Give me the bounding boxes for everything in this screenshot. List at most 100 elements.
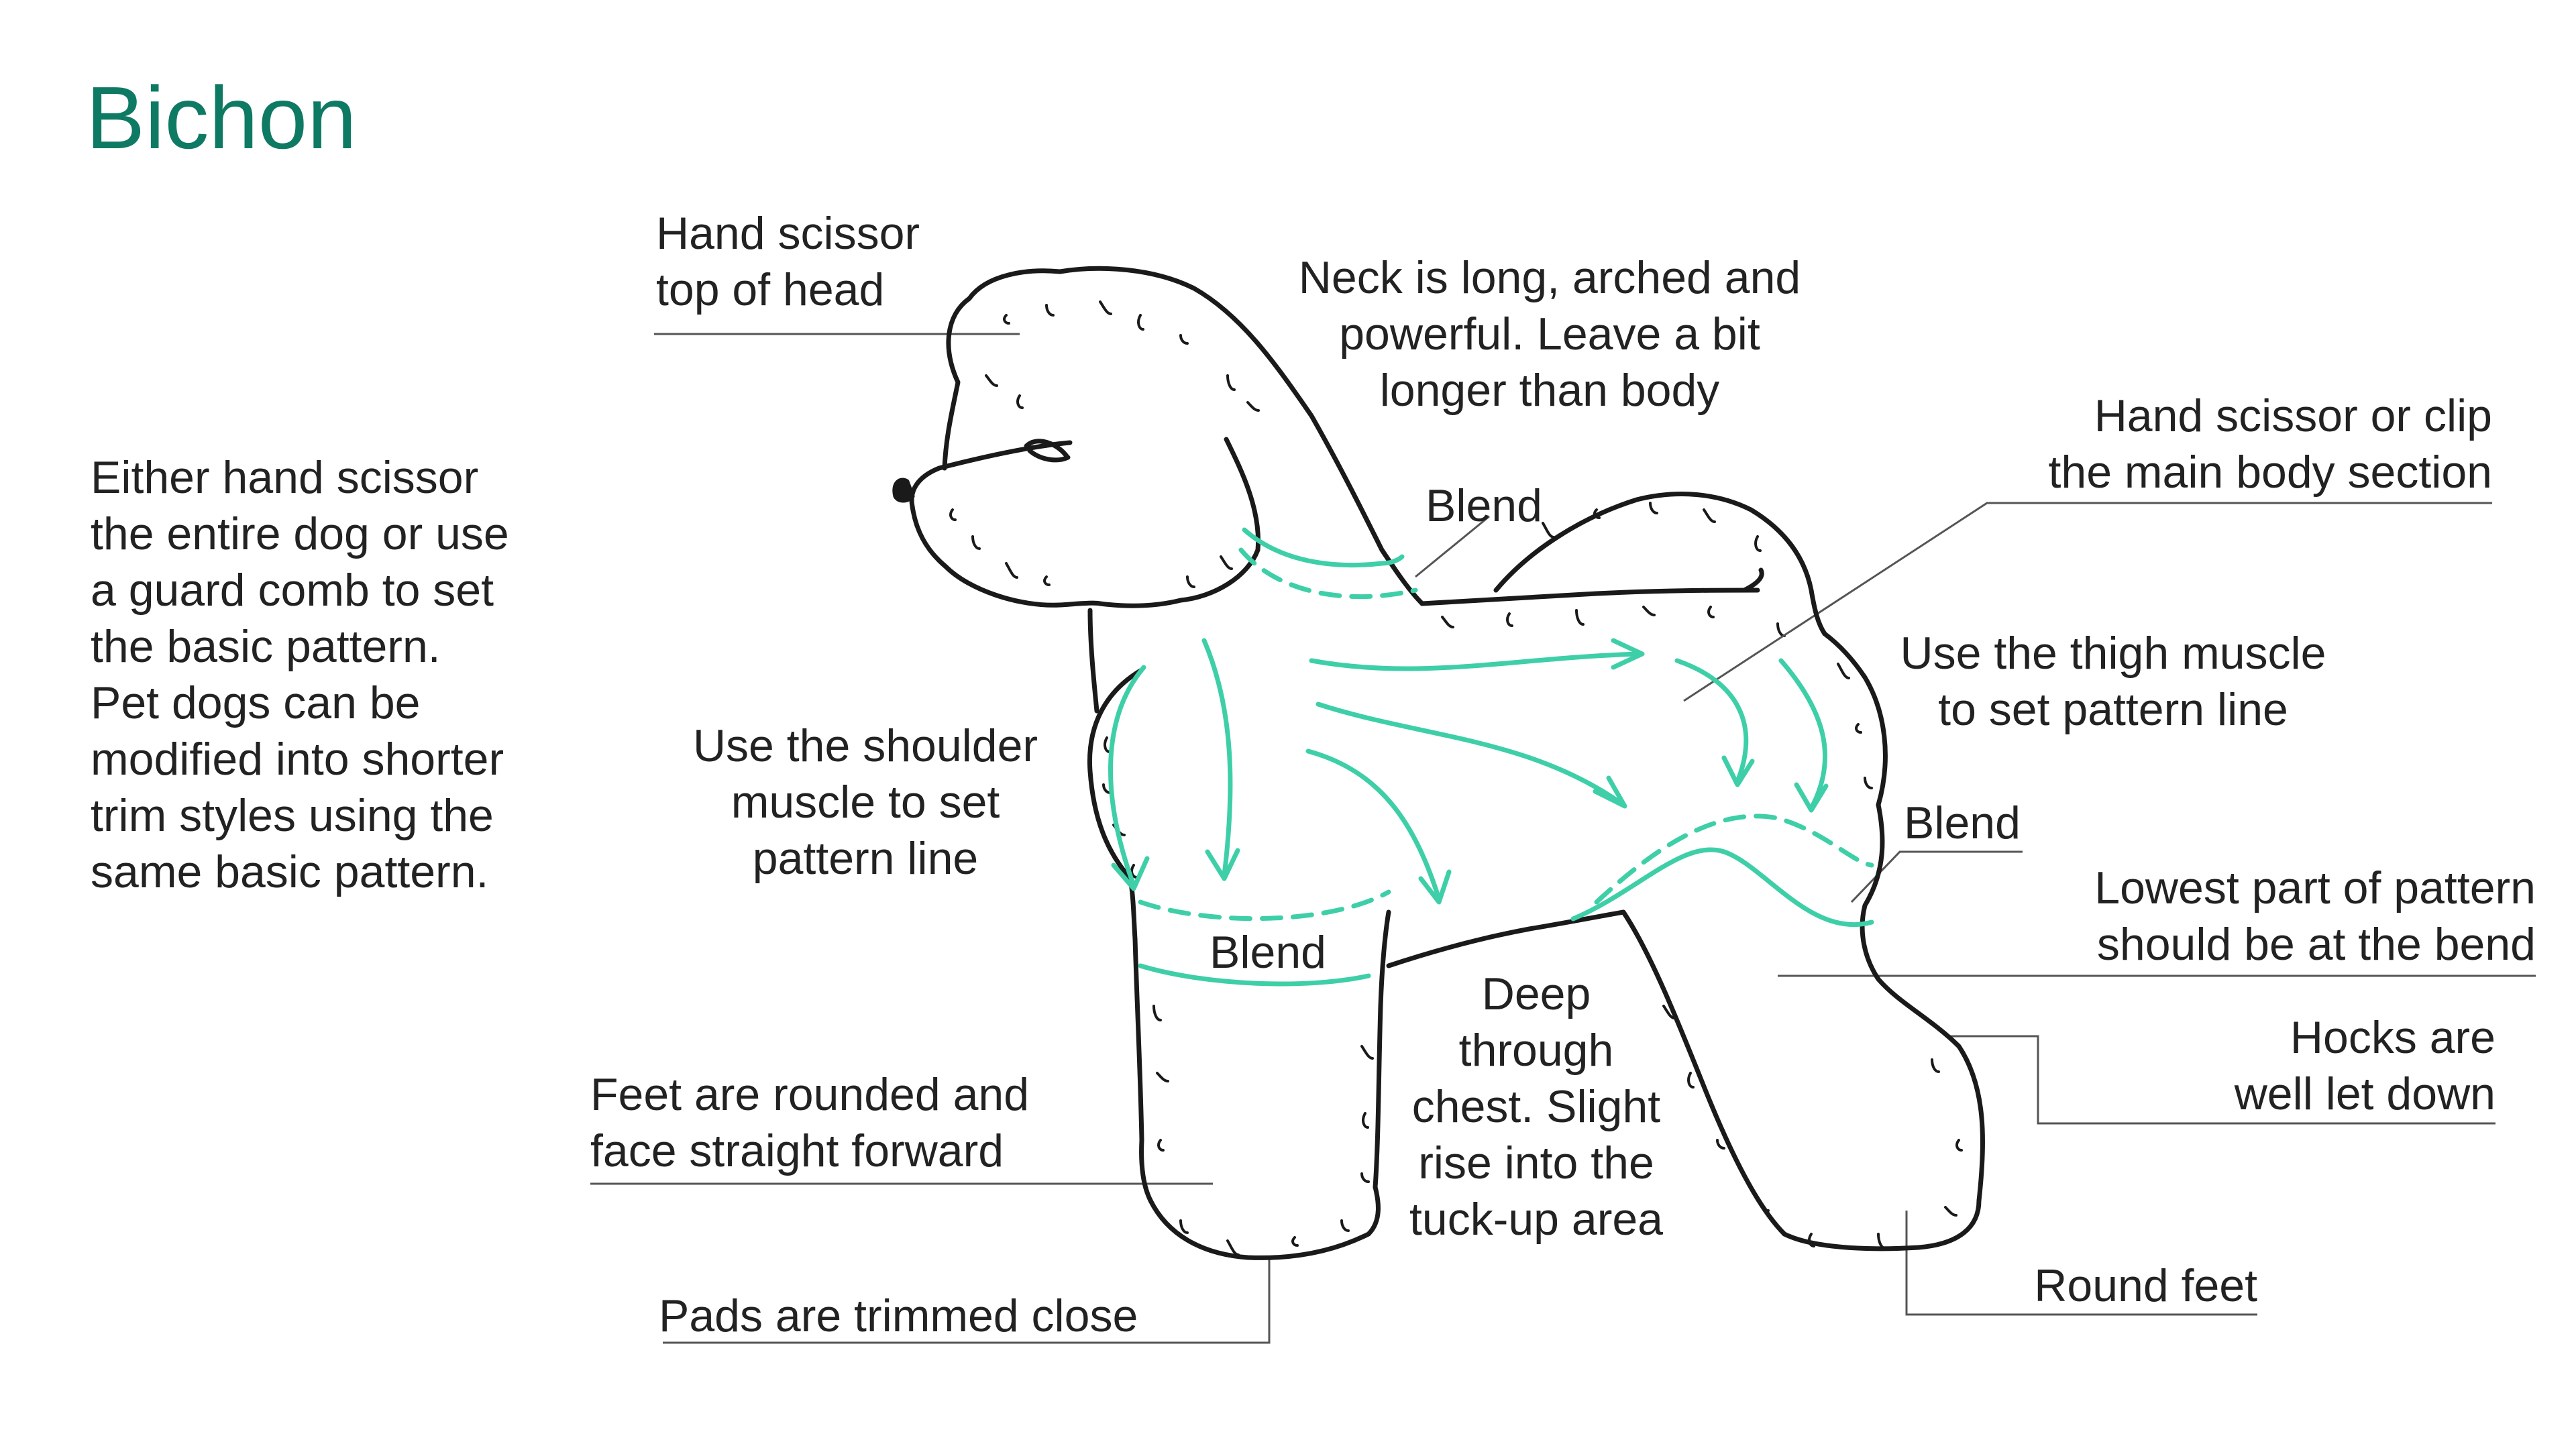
label-chest: Deep through chest. Slight rise into the… bbox=[1409, 968, 1663, 1245]
fur-tick bbox=[1506, 612, 1513, 627]
label-thigh: Use the thigh muscle to set pattern line bbox=[1900, 628, 2326, 735]
label-round-feet: Round feet bbox=[2034, 1260, 2257, 1311]
fur-tick bbox=[1179, 1219, 1189, 1234]
muzzle bbox=[909, 440, 1103, 608]
intro-text: Either hand scissor the entire dog or us… bbox=[91, 449, 509, 900]
intro-line: modified into shorter bbox=[91, 734, 504, 785]
fur-tick bbox=[1179, 334, 1189, 345]
leader-lines bbox=[590, 333, 2536, 1344]
fur-tick bbox=[1220, 555, 1233, 570]
rear-top bbox=[1822, 631, 1888, 807]
fur-tick bbox=[1104, 736, 1111, 753]
fur-tick bbox=[1099, 300, 1112, 315]
front-blend-dashed bbox=[1138, 889, 1391, 922]
arrow-1 bbox=[1108, 665, 1146, 888]
fur-tick bbox=[1003, 314, 1010, 325]
fur-tick bbox=[1152, 1005, 1162, 1021]
fur-tick bbox=[1186, 575, 1195, 588]
neck-front bbox=[1087, 608, 1099, 714]
fur-tick bbox=[1137, 314, 1144, 331]
fur-tick bbox=[1156, 1072, 1169, 1082]
arrow-6-head bbox=[1721, 755, 1755, 787]
rear-leg-back bbox=[1860, 802, 1986, 1203]
arrow-5 bbox=[1309, 651, 1643, 671]
arrow-7-head bbox=[1794, 782, 1829, 813]
leader-rear-blend bbox=[1850, 850, 2023, 903]
fur-tick bbox=[1877, 1233, 1886, 1249]
label-head: Hand scissor top of head bbox=[656, 208, 920, 315]
intro-line: the basic pattern. bbox=[91, 621, 441, 672]
front-leg-front bbox=[1132, 936, 1153, 1203]
belly bbox=[1386, 909, 1626, 968]
intro-line: same basic pattern. bbox=[91, 846, 489, 897]
front-leg-back bbox=[1373, 909, 1391, 1190]
rear-blend-dashed bbox=[1594, 814, 1874, 905]
leader-neck-blend bbox=[1415, 515, 1490, 578]
fur-tick bbox=[1931, 1058, 1940, 1073]
fur-tick bbox=[1575, 609, 1585, 626]
fur-tick bbox=[1542, 522, 1555, 539]
arrow-2 bbox=[1201, 638, 1233, 878]
intro-line: a guard comb to set bbox=[91, 565, 494, 616]
arrow-3-head bbox=[1418, 869, 1452, 905]
fur-tick bbox=[1130, 864, 1138, 879]
label-blend-rear: Blend bbox=[1904, 797, 2021, 848]
rear-leg-front bbox=[1621, 909, 1787, 1237]
fur-tick bbox=[1716, 1139, 1725, 1150]
fur-tick bbox=[1246, 401, 1260, 412]
dog-outline bbox=[892, 266, 1986, 1260]
front-blend-solid bbox=[1138, 963, 1371, 987]
label-body: Hand scissor or clip the main body secti… bbox=[2048, 390, 2492, 498]
fur-tick bbox=[985, 374, 998, 387]
leader-pads bbox=[663, 1260, 1271, 1344]
fur-tick bbox=[1707, 606, 1715, 618]
fur-tick bbox=[1362, 1112, 1369, 1129]
label-hocks: Hocks are well let down bbox=[2234, 1012, 2496, 1119]
intro-line: the entire dog or use bbox=[91, 508, 509, 559]
fur-tick bbox=[1005, 562, 1018, 579]
fur-tick bbox=[1045, 304, 1055, 317]
leader-hocks bbox=[1945, 1035, 2496, 1125]
front-foot bbox=[1148, 1184, 1381, 1260]
arrow-5-head bbox=[1611, 638, 1645, 670]
fur-tick bbox=[1360, 1045, 1374, 1060]
fur-tick bbox=[1855, 723, 1862, 734]
intro-line: Pet dogs can be bbox=[91, 677, 421, 728]
fur-tick bbox=[1016, 394, 1024, 409]
label-blend-neck: Blend bbox=[1426, 480, 1542, 531]
head-topknot bbox=[942, 266, 1425, 606]
fur-tick bbox=[1226, 1239, 1240, 1256]
fur-tick bbox=[1776, 622, 1786, 637]
fur-tick bbox=[1754, 535, 1762, 552]
label-feet: Feet are rounded and face straight forwa… bbox=[590, 1069, 1030, 1176]
label-shoulder: Use the shoulder muscle to set pattern l… bbox=[692, 720, 1038, 884]
arrow-4 bbox=[1316, 702, 1626, 807]
back-line bbox=[1419, 588, 1760, 606]
arrow-1-head bbox=[1111, 856, 1150, 891]
fur-tick bbox=[971, 535, 981, 550]
tail bbox=[1493, 492, 1827, 636]
fur-tick bbox=[1441, 616, 1454, 628]
fur-tick bbox=[1864, 777, 1873, 789]
fur-tick bbox=[1649, 502, 1658, 514]
arrow-7 bbox=[1778, 658, 1828, 811]
intro-line: Either hand scissor bbox=[91, 452, 479, 503]
label-blend-front: Blend bbox=[1210, 927, 1326, 978]
pattern-lines bbox=[1108, 527, 1874, 987]
fur-tick bbox=[1043, 575, 1051, 586]
fur-tick bbox=[949, 508, 957, 521]
arrow-3 bbox=[1305, 748, 1442, 901]
arrow-4-head bbox=[1593, 775, 1627, 809]
rear-foot bbox=[1782, 1198, 1982, 1251]
label-lowest: Lowest part of pattern should be at the … bbox=[2094, 862, 2536, 970]
fur-tick bbox=[1226, 374, 1236, 391]
rear-blend-solid bbox=[1570, 847, 1874, 928]
fur-tick bbox=[1837, 663, 1850, 679]
intro-line: trim styles using the bbox=[91, 790, 494, 841]
chest-front bbox=[1087, 668, 1143, 942]
fur-tick bbox=[1360, 1172, 1370, 1183]
arrow-2-head bbox=[1205, 848, 1240, 881]
fur-texture bbox=[949, 300, 1963, 1256]
page-title: Bichon bbox=[86, 68, 357, 167]
